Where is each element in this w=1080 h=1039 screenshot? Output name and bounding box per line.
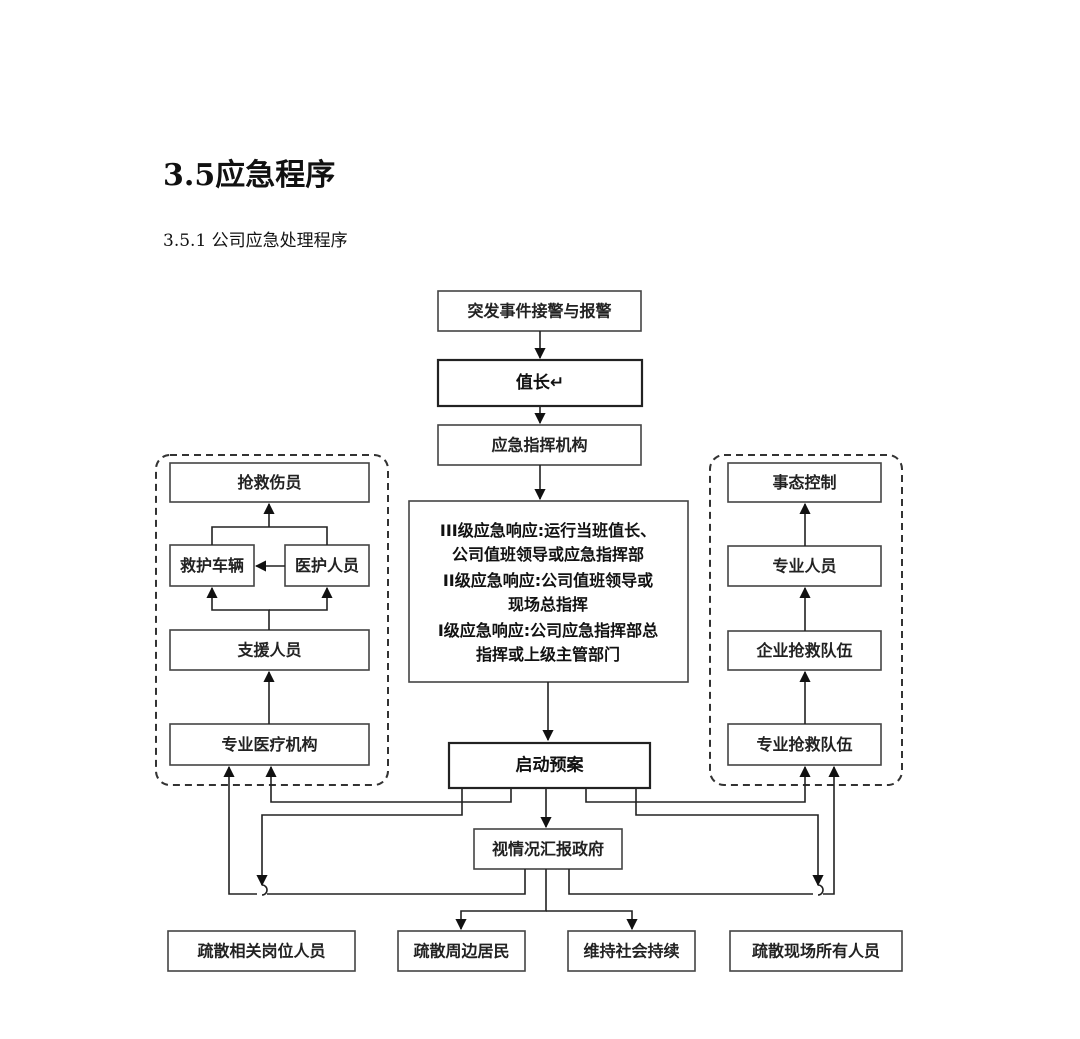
node-start-plan-label: 启动预案 (516, 755, 585, 776)
node-start-plan: 启动预案 (447, 741, 652, 790)
node-medical-staff: 医护人员 (284, 544, 370, 587)
node-medical-staff-label: 医护人员 (295, 556, 359, 575)
node-duty-chief-label: 值长↵ (516, 372, 564, 393)
node-alarm-label: 突发事件接警与报警 (467, 302, 611, 321)
response-line-4: 现场总指挥 (508, 595, 588, 614)
node-professionals: 专业人员 (727, 545, 882, 587)
section-title: 3.5应急程序 (163, 158, 336, 193)
node-support-staff-label: 支援人员 (236, 641, 301, 660)
node-command: 应急指挥机构 (437, 424, 642, 466)
node-company-rescue-team-label: 企业抢救队伍 (755, 641, 852, 660)
medical-group-outline (155, 454, 389, 786)
node-ambulance-label: 救护车辆 (180, 556, 244, 575)
control-group-outline (709, 454, 903, 786)
response-line-1: III级应急响应:运行当班值长、 (440, 521, 656, 540)
node-command-label: 应急指挥机构 (491, 436, 587, 455)
node-ambulance: 救护车辆 (169, 544, 255, 587)
node-alarm: 突发事件接警与报警 (437, 290, 642, 332)
subsection-title: 3.5.1 公司应急处理程序 (163, 231, 348, 251)
node-support-staff: 支援人员 (169, 629, 370, 671)
node-company-rescue-team: 企业抢救队伍 (727, 630, 882, 671)
node-evacuate-all: 疏散现场所有人员 (729, 930, 903, 972)
response-line-6: 指挥或上级主管部门 (476, 645, 620, 664)
node-situation-control-label: 事态控制 (772, 473, 836, 492)
node-response-levels: III级应急响应:运行当班值长、 公司值班领导或应急指挥部 II级应急响应:公司… (408, 500, 689, 683)
node-report-gov-label: 视情况汇报政府 (492, 840, 604, 859)
response-line-3: II级应急响应:公司值班领导或 (443, 571, 653, 590)
node-situation-control: 事态控制 (727, 462, 882, 503)
node-report-gov: 视情况汇报政府 (473, 828, 623, 870)
node-evacuate-staff-label: 疏散相关岗位人员 (197, 942, 325, 961)
node-evacuate-residents: 疏散周边居民 (397, 930, 526, 972)
node-duty-chief: 值长↵ (436, 358, 644, 408)
node-medical-institution-label: 专业医疗机构 (221, 735, 317, 754)
response-line-2: 公司值班领导或应急指挥部 (452, 545, 644, 564)
node-professional-rescue-team-label: 专业抢救队伍 (756, 735, 852, 754)
node-medical-institution: 专业医疗机构 (169, 723, 370, 766)
node-evacuate-residents-label: 疏散周边居民 (413, 942, 509, 961)
node-rescue-injured-label: 抢救伤员 (237, 473, 301, 492)
node-evacuate-staff: 疏散相关岗位人员 (167, 930, 356, 972)
node-evacuate-all-label: 疏散现场所有人员 (752, 942, 880, 961)
node-maintain-order-label: 维持社会持续 (583, 942, 679, 961)
response-line-5: I级应急响应:公司应急指挥部总 (438, 621, 658, 640)
node-professionals-label: 专业人员 (772, 557, 836, 576)
node-rescue-injured: 抢救伤员 (169, 462, 370, 503)
node-professional-rescue-team: 专业抢救队伍 (727, 723, 882, 766)
node-maintain-order: 维持社会持续 (567, 930, 696, 972)
